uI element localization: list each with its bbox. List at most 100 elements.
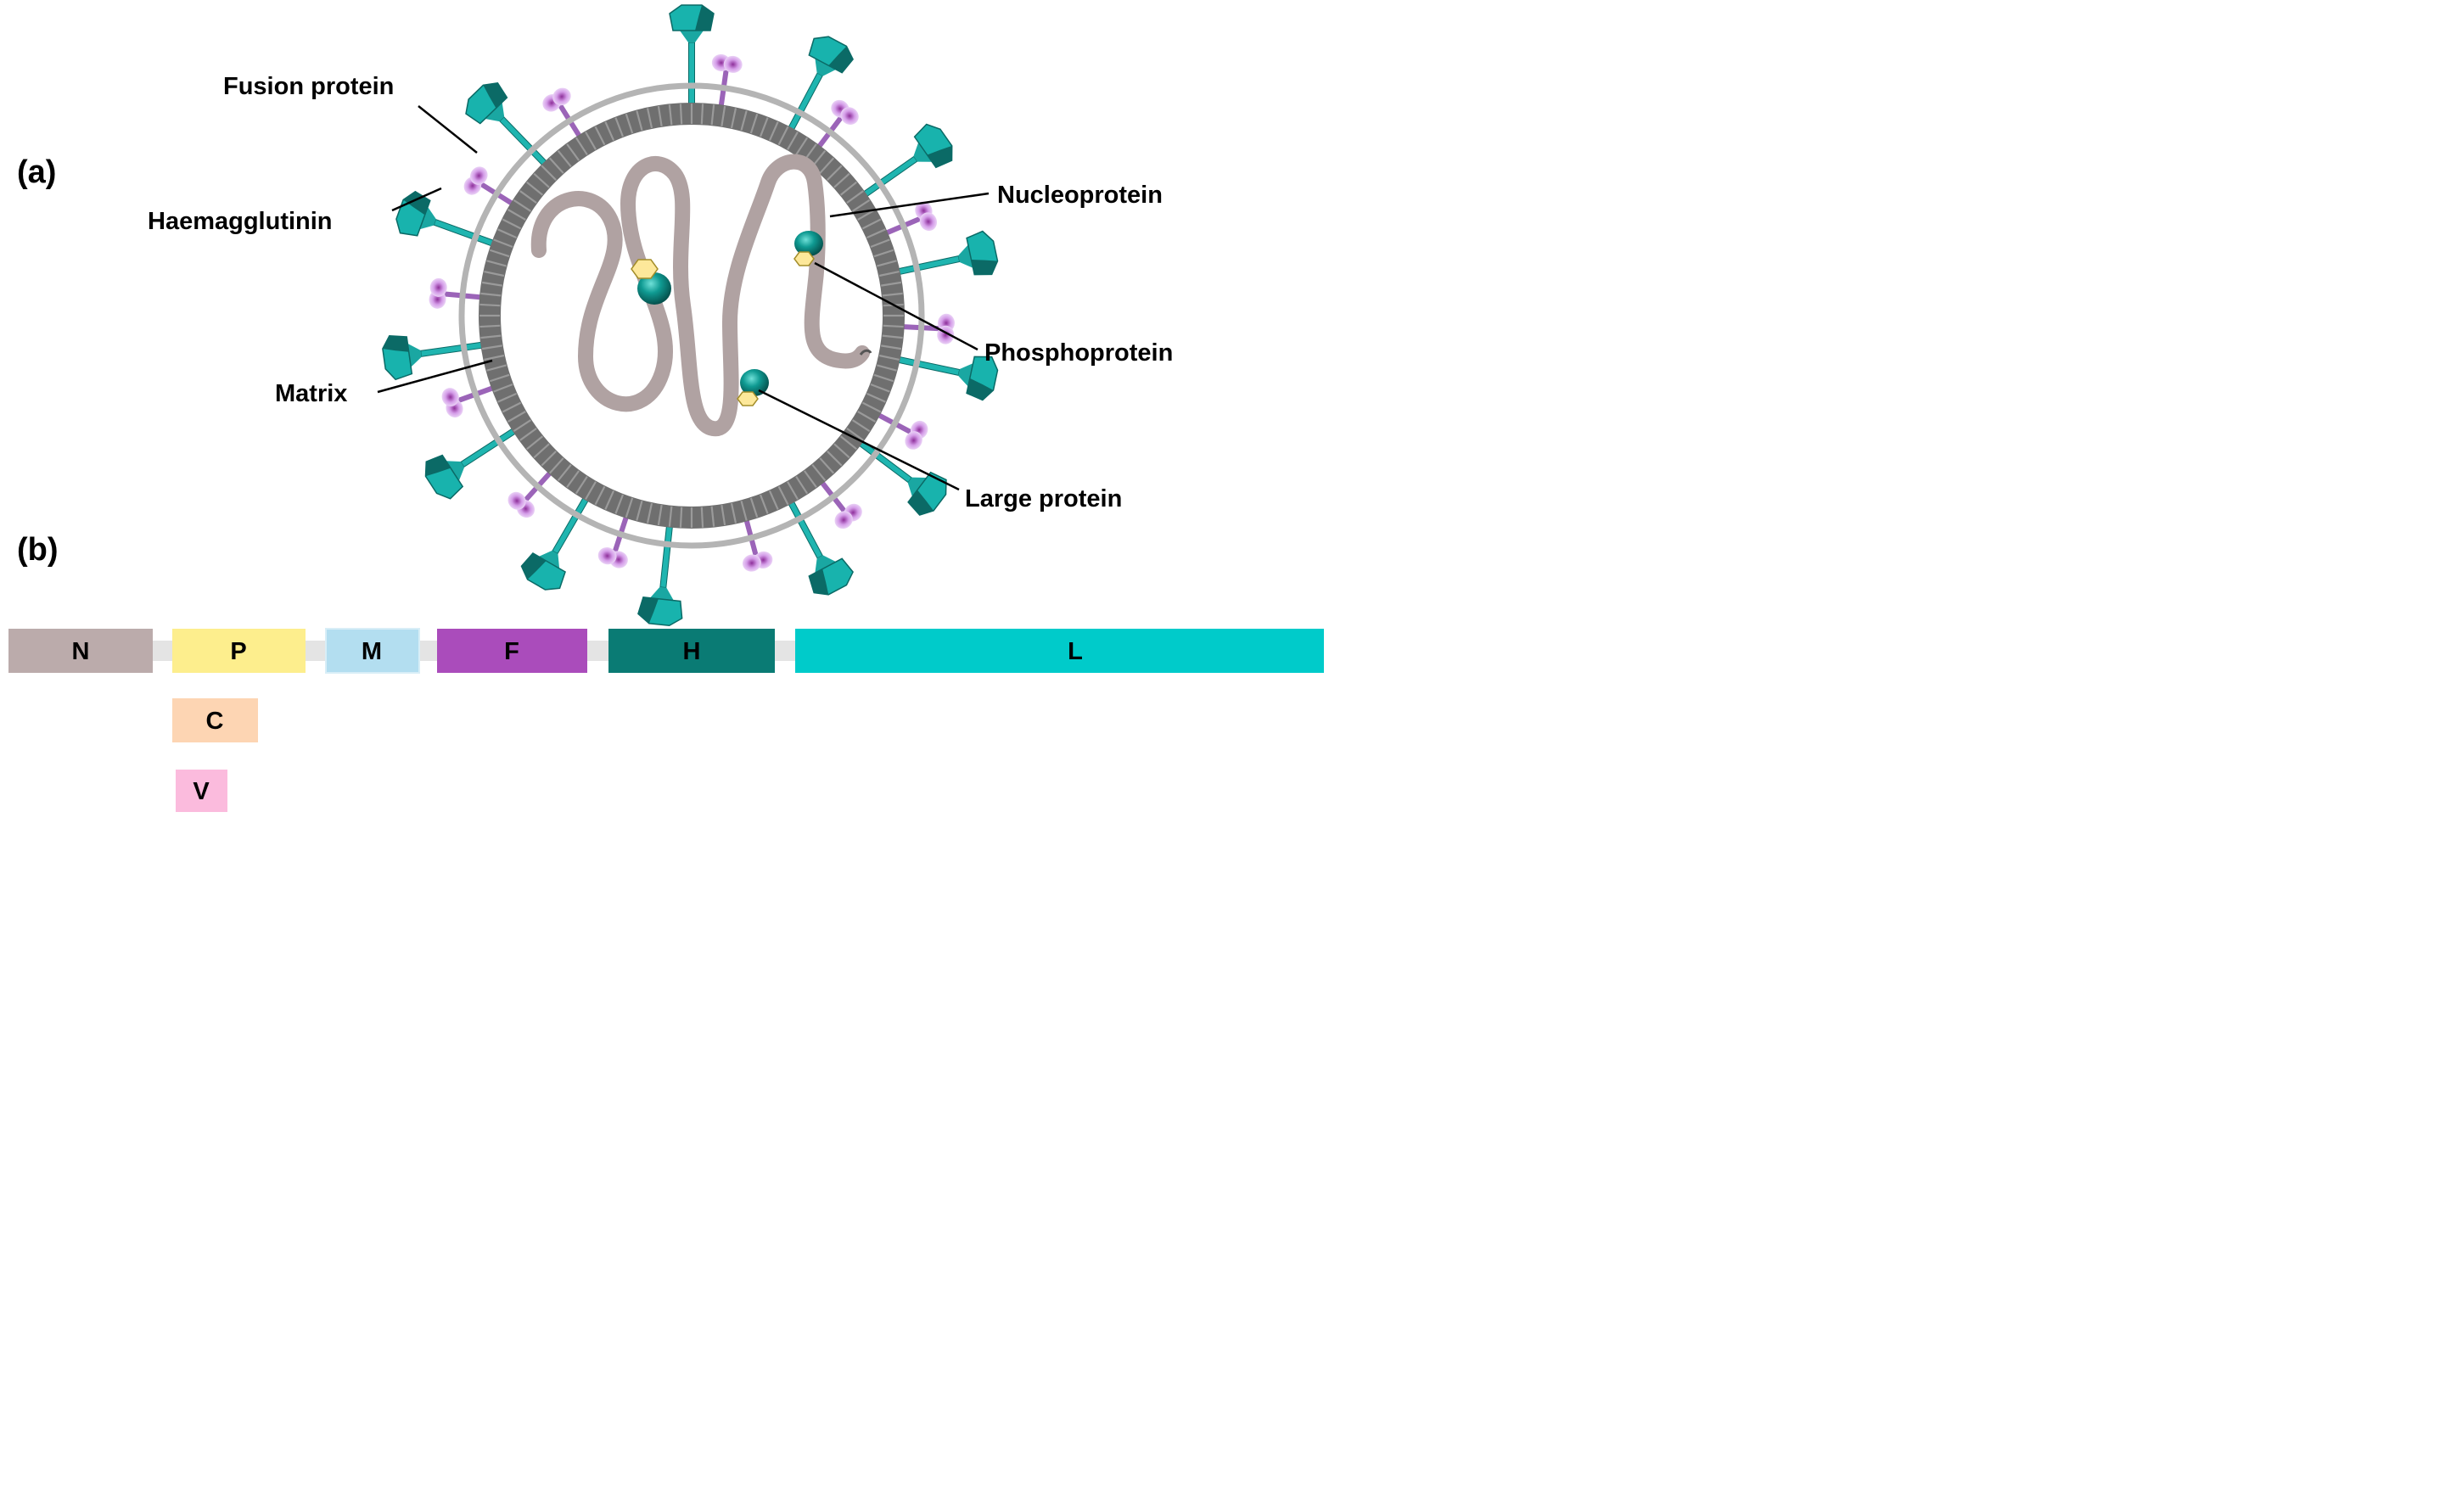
haemagglutinin-neck [680,31,704,42]
matrix-subunit [557,150,572,168]
haemagglutinin-spike [898,230,999,276]
matrix-subunit [710,104,715,126]
polymerase-complex-3 [737,369,769,406]
matrix-subunit [519,427,537,441]
haemagglutinin-neck [649,586,674,601]
label-haemagglutinin: Haemagglutinin [148,208,333,235]
haemagglutinin-neck [815,58,837,76]
matrix-subunit [803,470,817,488]
haemagglutinin-spike [898,356,999,401]
envelope-glycoproteins [382,4,999,627]
haemagglutinin-stalk [898,356,961,376]
matrix-subunit [507,411,526,423]
matrix-subunit [833,443,850,459]
gene-l-box [795,629,1324,673]
large-protein-body [794,231,823,256]
matrix-subunit [873,249,894,258]
matrix-subunit [497,392,517,403]
matrix-subunit [833,172,850,188]
protein-v-box [176,770,227,812]
gene-p-label: P [230,638,246,665]
large-protein-body [740,369,769,396]
gene-l-label: L [1068,638,1083,665]
matrix-subunit [507,209,526,221]
gene-m-box [325,628,420,674]
virus-diagram: (a) (b) Fusion protein Hae [8,4,1324,812]
haemagglutinin-spike [669,4,715,104]
matrix-subunit [526,435,544,451]
haemagglutinin-spike [465,82,547,166]
fusion-protein-spike [903,313,955,344]
large-protein-body [637,272,671,305]
matrix-subunit [493,238,513,249]
polymerase-complex-2 [793,231,823,266]
matrix-subunit [870,238,890,249]
fusion-head-lobe [507,491,526,510]
matrix-subunit [759,117,769,137]
fusion-head-lobe [742,554,761,572]
haemagglutinin-head-shade [809,568,829,595]
matrix-subunit [604,121,615,141]
matrix-subunit [585,131,597,150]
phosphoprotein-leader [814,261,978,351]
matrix-subunit [877,364,897,372]
matrix-subunit [861,218,882,230]
matrix-subunit [668,104,673,126]
matrix-subunit [594,485,606,506]
matrix-subunit [777,126,789,146]
haemagglutinin-spike [863,123,953,198]
matrix-subunit [489,373,510,383]
haemagglutinin-neck [815,555,837,574]
fusion-protein-spike [711,53,743,106]
matrix-subunit [721,105,726,126]
matrix-subunit [787,131,799,150]
matrix-subunit [479,324,501,328]
matrix-subunit [646,502,653,524]
matrix-subunit [768,121,779,141]
haemagglutinin-spike [382,335,483,381]
haemagglutinin-spike [788,501,854,596]
matrix-subunit [768,490,779,510]
matrix-subunit [740,110,748,131]
matrix-subunit [548,157,564,174]
phosphoprotein-hexagon [737,391,759,406]
gene-n-label: N [72,638,90,665]
haemagglutinin-head-shade [971,260,998,275]
matrix-subunit [749,113,759,134]
matrix-subunit [533,443,550,459]
matrix-subunit [870,383,890,393]
matrix-subunit [827,451,843,467]
haemagglutinin-head-shade [382,335,409,352]
protein-v-label: V [193,778,210,805]
gene-n-box [8,629,153,673]
label-nucleoprotein: Nucleoprotein [997,182,1163,209]
fusion-head-lobe [441,388,459,406]
matrix-subunit [484,354,505,361]
haemagglutinin-neck [538,550,560,568]
panel-label-a: (a) [17,154,56,190]
haemagglutinin-stalk [659,525,673,589]
protein-c-box [172,698,258,742]
matrix-subunit [819,457,835,474]
nucleocapsid-rna [530,154,870,437]
fusion-protein-spike [429,277,481,309]
large-protein-leader [758,389,960,491]
matrix-subunit [526,181,544,196]
fusion-protein-leader [418,105,478,154]
haemagglutinin-neck [419,206,436,230]
fusion-head-lobe [905,431,922,450]
protein-c-label: C [206,708,224,735]
fusion-head-lobe [429,277,447,297]
haemagglutinin-head-shade [967,378,994,400]
gene-f-box [437,629,587,673]
rna-end-tail [859,349,872,356]
haemagglutinin-head-shade [908,490,934,516]
matrix-subunit [636,501,643,521]
matrix-subunit [657,505,663,526]
fusion-head-lobe [834,511,853,529]
matrix-subunit [882,334,903,339]
matrix-subunit [882,292,903,297]
matrix-subunit [585,481,597,501]
haemagglutinin-spike [520,497,589,591]
matrix-subunit [541,451,557,467]
